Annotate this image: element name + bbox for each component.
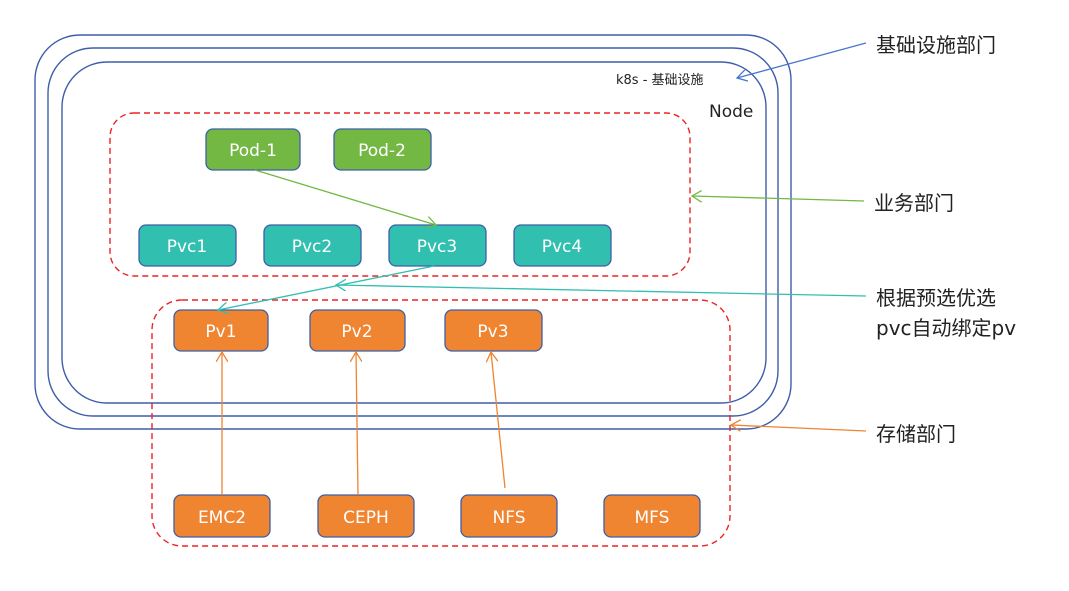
pv-label: Pv3 xyxy=(477,322,508,342)
pvc-label: Pvc2 xyxy=(292,237,332,257)
pv-box[interactable]: Pv1 xyxy=(173,309,269,352)
node-box-front xyxy=(61,61,767,404)
pv-box[interactable]: Pv3 xyxy=(444,309,543,352)
node-box-back xyxy=(34,34,792,430)
node-stack: k8s - 基础设施 Node xyxy=(34,34,792,430)
infra-label: k8s - 基础设施 xyxy=(616,73,704,88)
storage-backend-label: NFS xyxy=(493,508,526,528)
arrow-binding xyxy=(336,285,867,297)
storage-backend-label: MFS xyxy=(635,508,670,528)
storage-backend-box[interactable]: MFS xyxy=(603,494,701,538)
arrow-storage-dept xyxy=(731,425,867,432)
node-box-middle xyxy=(47,47,779,417)
arrow-business-dept xyxy=(692,196,865,201)
business-dept-label: 业务部门 xyxy=(874,191,954,215)
pv-label: Pv1 xyxy=(205,322,236,342)
pvc-box[interactable]: Pvc3 xyxy=(388,224,487,267)
binding-label-line2: pvc自动绑定pv xyxy=(876,316,1016,340)
pod-label: Pod-2 xyxy=(358,141,406,161)
pod-label: Pod-1 xyxy=(229,141,277,161)
pod-box[interactable]: Pod-1 xyxy=(205,128,301,171)
pv-box[interactable]: Pv2 xyxy=(309,309,406,352)
pv-label: Pv2 xyxy=(341,322,372,342)
arrow-ceph-to-pv2 xyxy=(356,352,358,496)
pvc-box[interactable]: Pvc1 xyxy=(138,224,237,267)
node-label: Node xyxy=(709,102,753,122)
binding-label-line1: 根据预选优选 xyxy=(876,286,996,310)
storage-backend-box[interactable]: EMC2 xyxy=(173,494,271,538)
pvc-box[interactable]: Pvc2 xyxy=(263,224,362,267)
pvc-label: Pvc3 xyxy=(417,237,457,257)
arrow-infra-dept xyxy=(737,42,867,78)
pvc-box[interactable]: Pvc4 xyxy=(513,224,612,267)
storage-backend-label: CEPH xyxy=(343,508,389,528)
infra-dept-label: 基础设施部门 xyxy=(876,33,996,57)
storage-dept-label: 存储部门 xyxy=(876,422,956,446)
pvc-label: Pvc1 xyxy=(167,237,207,257)
arrow-pod1-to-pvc3 xyxy=(254,169,436,225)
arrow-nfs-to-pv3 xyxy=(491,352,506,489)
storage-backend-label: EMC2 xyxy=(198,508,246,528)
business-group-border xyxy=(109,112,691,277)
storage-backend-box[interactable]: CEPH xyxy=(317,494,415,538)
pvc-label: Pvc4 xyxy=(542,237,582,257)
storage-backend-box[interactable]: NFS xyxy=(460,494,558,538)
arrow-pvc3-to-pv1 xyxy=(218,265,435,310)
pod-box[interactable]: Pod-2 xyxy=(333,128,432,171)
